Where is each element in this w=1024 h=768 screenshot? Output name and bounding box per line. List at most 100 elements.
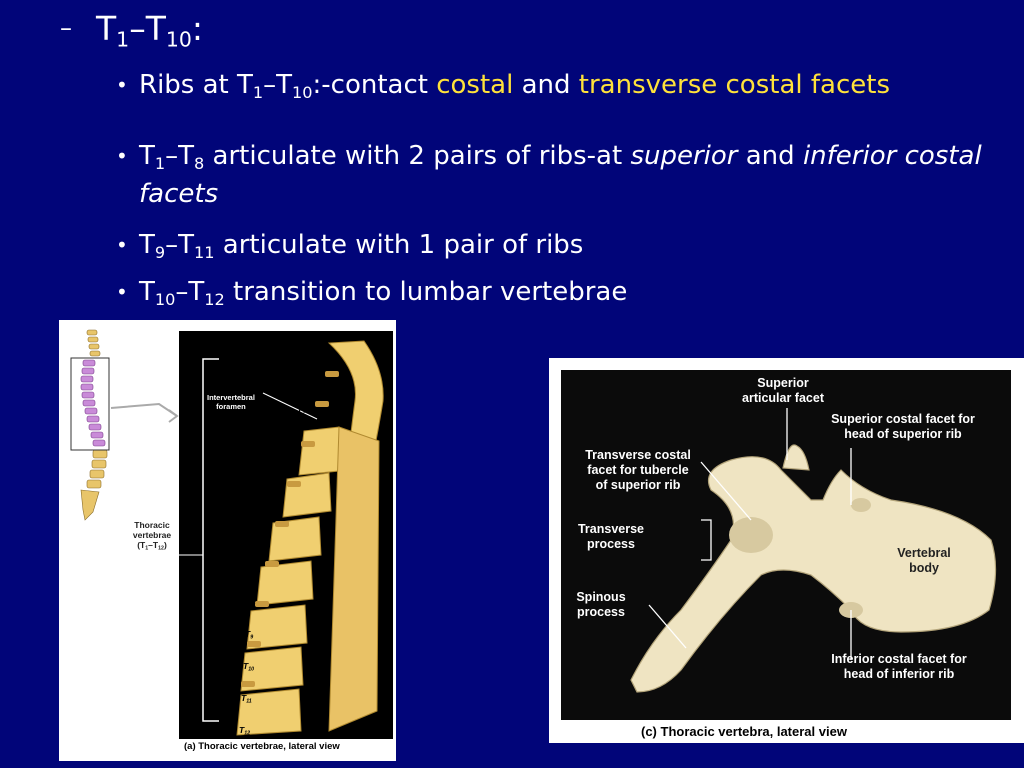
- label-line: Superior costal facet for: [831, 412, 975, 426]
- bullet-text-part: –T: [165, 230, 195, 260]
- vertebra-label-letter: T: [289, 437, 295, 447]
- heading-dash: –: [60, 14, 72, 42]
- bullet-text-part: T: [139, 141, 155, 171]
- italic-superior: superior: [630, 141, 738, 171]
- vertebra-label-letter: T: [297, 405, 303, 415]
- bullet-ribs-contact: • Ribs at T1–T10:-contact costal and tra…: [116, 66, 1006, 104]
- transverse-costal-facet-label: Transverse costal facet for tubercle of …: [563, 448, 713, 493]
- bullet-text-part: articulate with 2 pairs of ribs-at: [204, 141, 631, 171]
- label-line: Transverse: [577, 522, 645, 536]
- vertebra-label-letter: T: [251, 565, 257, 575]
- vertebra-label-t3: T3: [289, 437, 298, 449]
- heading-sub-10: 10: [165, 27, 192, 52]
- label-line: head of inferior rib: [843, 667, 955, 681]
- bullet-sub: 10: [154, 290, 176, 310]
- bullet-t10-t12: • T10–T12 transition to lumbar vertebrae: [116, 273, 1006, 311]
- bullet-sub: 1: [252, 83, 264, 103]
- vertebra-bone-illustration: [630, 408, 997, 693]
- bullet-text-part: articulate with 1 pair of ribs: [214, 230, 584, 260]
- vertebra-label-number: 6: [262, 538, 266, 545]
- intervertebral-foramen-label: Intervertebral foramen: [207, 393, 255, 411]
- label-line: articular facet: [742, 391, 824, 405]
- bullet-dot: •: [116, 280, 128, 304]
- vertebra-label-letter: T: [245, 629, 251, 639]
- heading-range: –T: [129, 9, 166, 48]
- vertebra-label-number: 12: [244, 730, 251, 737]
- label-line: Inferior costal facet for: [831, 652, 967, 666]
- vertebra-label-t7: T7: [251, 565, 260, 577]
- heading-sub-1: 1: [116, 27, 130, 52]
- vertebra-label-letter: T: [257, 533, 263, 543]
- vertebra-label-letter: T: [241, 693, 247, 703]
- vertebra-label-t5: T5: [261, 501, 270, 513]
- bullet-text: T10–T12 transition to lumbar vertebrae: [139, 273, 1006, 311]
- figure-a-caption: (a) Thoracic vertebrae, lateral view: [184, 741, 340, 752]
- highlight-transverse-costal-facets: transverse costal facets: [578, 70, 890, 100]
- figure-thoracic-vertebrae-lateral: Thoracic vertebrae (T1–T12): [59, 320, 396, 761]
- vertebra-label-t10: T10: [243, 661, 254, 672]
- superior-costal-facet-label: Superior costal facet for head of superi…: [813, 412, 993, 442]
- vertebra-label-number: 2: [302, 410, 306, 417]
- figure-thoracic-vertebra-single: Superior articular facet Superior costal…: [549, 358, 1024, 743]
- label-line: Vertebral: [897, 546, 951, 560]
- vertebra-label-t12: T12: [239, 725, 251, 737]
- slide-heading: –T1–T10:: [60, 8, 203, 52]
- bullet-text-part: and: [737, 141, 803, 171]
- bullet-text-part: :-contact: [312, 70, 437, 100]
- vertebra-label-letter: T: [303, 373, 309, 383]
- vertebra-label-letter: T: [239, 725, 245, 735]
- label-line: Thoracic: [134, 520, 170, 530]
- label-line: ): [163, 540, 167, 550]
- vertebra-label-number: 3: [294, 442, 298, 449]
- label-line: Superior: [757, 376, 809, 390]
- bullet-text: T9–T11 articulate with 1 pair of ribs: [139, 226, 1006, 264]
- thoracic-vertebrae-label: Thoracic vertebrae (T1–T12): [117, 520, 187, 552]
- vertebra-label-number: 4: [284, 474, 288, 481]
- label-line: head of superior rib: [844, 427, 962, 441]
- label-sub: 1: [145, 545, 149, 552]
- bullet-sub: 1: [154, 154, 166, 174]
- label-line: process: [577, 605, 625, 619]
- bullet-sub: 8: [194, 154, 205, 174]
- label-line: foramen: [216, 402, 246, 411]
- bullet-text-part: Ribs at T: [139, 70, 253, 100]
- heading-t: T: [96, 9, 117, 48]
- transverse-process-label: Transverse process: [561, 522, 661, 552]
- bullet-sub: 12: [204, 290, 225, 310]
- vertebra-label-t8: T8: [247, 597, 255, 608]
- vertebra-label-letter: T: [261, 501, 267, 511]
- label-sub: 12: [158, 545, 164, 552]
- vertebra-label-number: 5: [266, 506, 270, 513]
- vertebra-label-t11: T11: [241, 693, 252, 704]
- bullet-text: Ribs at T1–T10:-contact costal and trans…: [139, 66, 1006, 104]
- label-line: process: [587, 537, 635, 551]
- bullet-text: T1–T8 articulate with 2 pairs of ribs-at…: [139, 137, 1006, 213]
- label-line: Spinous: [576, 590, 626, 604]
- bullet-t9-t11: • T9–T11 articulate with 1 pair of ribs: [116, 226, 1006, 264]
- bullet-t1-t8: • T1–T8 articulate with 2 pairs of ribs-…: [116, 137, 1006, 213]
- bullet-sub: 11: [194, 243, 215, 263]
- heading-colon: :: [191, 9, 203, 48]
- bullet-dot: •: [116, 144, 128, 168]
- inferior-costal-facet-label: Inferior costal facet for head of inferi…: [809, 652, 989, 682]
- vertebra-label-t1: T1: [303, 373, 311, 384]
- vertebra-label-t9: T9: [245, 629, 253, 640]
- vertebra-label-number: 7: [256, 570, 260, 577]
- bullet-sub: 9: [154, 243, 166, 263]
- vertebra-label-t2: T2: [297, 405, 306, 417]
- label-line: body: [909, 561, 939, 575]
- vertebra-label-t4: T4: [279, 469, 288, 481]
- vertebra-label-t6: T6: [257, 533, 266, 545]
- thoracic-spine-illustration: [179, 340, 384, 736]
- spine-thumbnail-illustration: [70, 329, 179, 521]
- vertebra-label-letter: T: [279, 469, 285, 479]
- bullet-text-part: –T: [263, 70, 293, 100]
- vertebra-label-letter: T: [247, 597, 253, 607]
- bullet-sub: 10: [292, 83, 313, 103]
- figure-c-caption: (c) Thoracic vertebra, lateral view: [641, 724, 847, 739]
- bullet-text-part: T: [139, 277, 155, 307]
- italic-inferior-costal-facets: inferior costal facets: [139, 141, 982, 209]
- label-line: Transverse costal: [585, 448, 691, 462]
- label-line: –T: [148, 540, 159, 550]
- label-line: Intervertebral: [207, 393, 255, 402]
